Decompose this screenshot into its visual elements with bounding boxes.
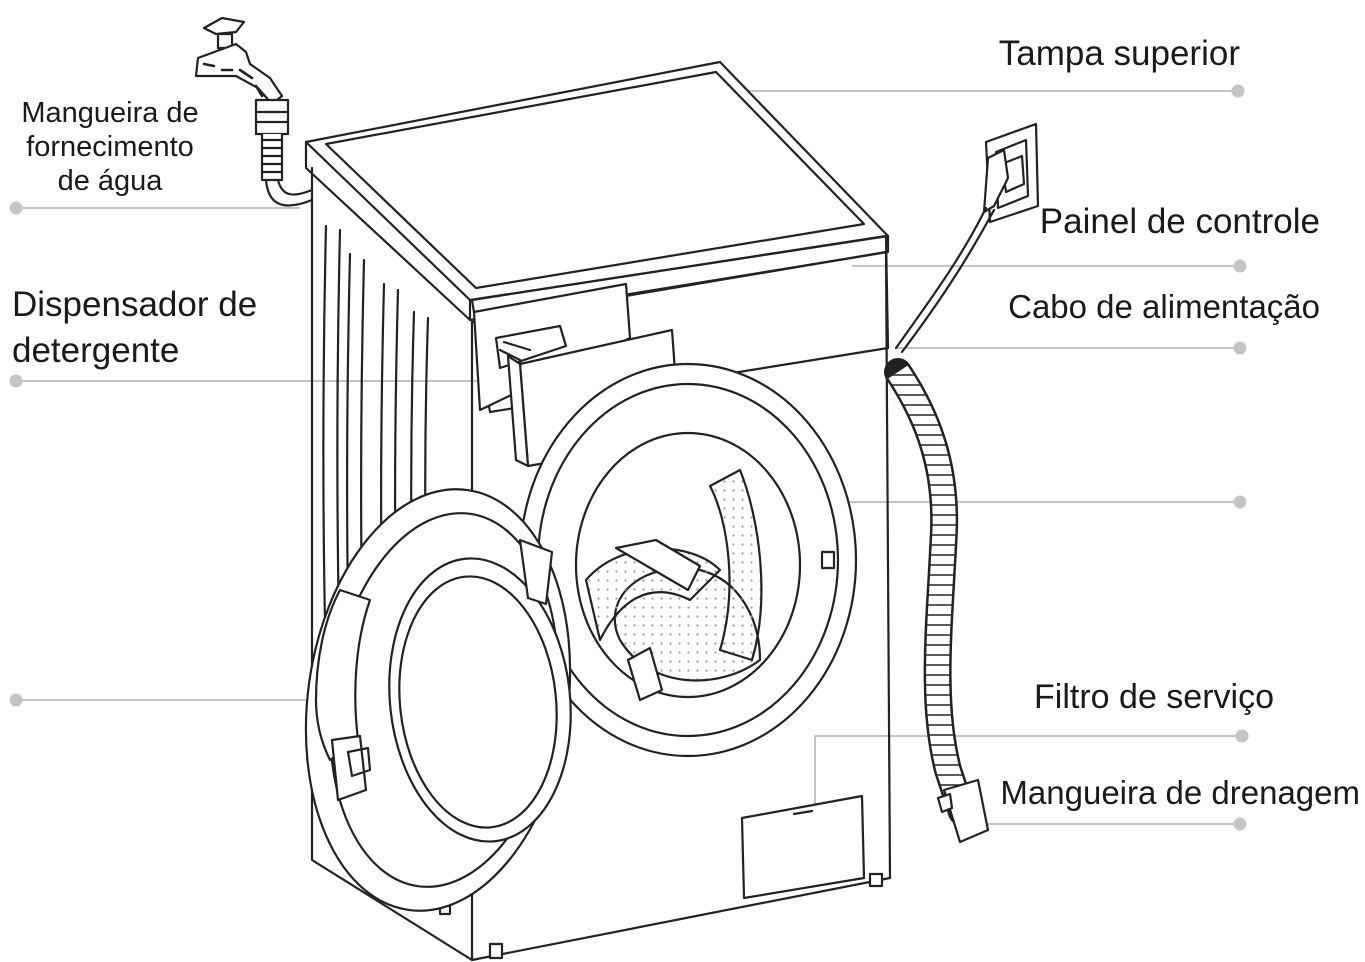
label-detergent-dispenser: Dispensador de detergente bbox=[12, 282, 257, 374]
label-water-supply-hose: Mangueira de fornecimento de água bbox=[10, 96, 210, 198]
power-cable-icon bbox=[894, 206, 996, 354]
leader-service-filter bbox=[814, 735, 1240, 828]
door-latch-slot bbox=[820, 550, 836, 570]
label-top-cover: Tampa superior bbox=[998, 34, 1240, 73]
label-detergent-line1: Dispensador de bbox=[12, 285, 258, 324]
label-power-cable: Cabo de alimentação bbox=[1008, 288, 1320, 325]
door bbox=[304, 488, 572, 912]
service-filter-cover bbox=[740, 794, 866, 900]
water-tap-icon bbox=[194, 16, 290, 182]
top-cover-panel bbox=[304, 60, 890, 302]
leader-dots bbox=[9, 84, 1249, 831]
label-drain-hose: Mangueira de drenagem bbox=[1000, 774, 1360, 811]
drum bbox=[518, 362, 858, 758]
label-water-supply-line3: de água bbox=[57, 165, 163, 197]
label-water-supply-line1: Mangueira de bbox=[21, 97, 199, 129]
label-water-supply-line2: fornecimento bbox=[26, 131, 194, 163]
water-supply-hose-icon bbox=[264, 178, 314, 207]
door-glass bbox=[388, 557, 572, 843]
label-service-filter: Filtro de serviço bbox=[1034, 678, 1274, 716]
label-detergent-line2: detergente bbox=[12, 331, 180, 370]
label-control-panel: Painel de controle bbox=[1039, 202, 1320, 241]
wall-socket-icon bbox=[982, 122, 1040, 224]
